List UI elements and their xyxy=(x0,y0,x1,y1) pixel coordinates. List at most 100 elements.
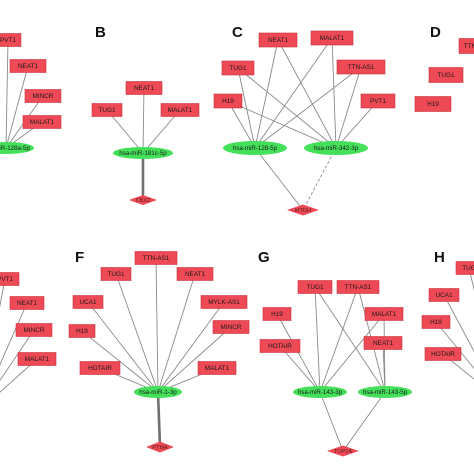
lnc-node-h_uca1: UCA1 xyxy=(428,288,460,302)
node-label: MALAT1 xyxy=(30,119,55,126)
node-label: MALAT1 xyxy=(205,365,230,372)
lnc-node-c_ttnas1: TTN-AS1 xyxy=(336,59,386,75)
lnc-node-a_mincr: MINCR xyxy=(24,89,62,103)
lncrna-box xyxy=(91,103,123,117)
node-label: NEAT1 xyxy=(185,271,206,278)
lnc-node-f_tug1: TUG1 xyxy=(100,267,132,281)
node-label: hsa-miR-1-3p xyxy=(139,389,177,396)
node-label: TUG xyxy=(462,265,474,272)
lnc-node-h_h19: H19 xyxy=(421,315,451,329)
node-label: TUG1 xyxy=(229,65,246,72)
node-label: hsa-miR-342-3p xyxy=(314,145,359,152)
node-label: NEAT1 xyxy=(17,300,38,307)
edge-f_neat1-f_mir xyxy=(157,273,196,393)
edge-g_mir1-g_target xyxy=(319,391,344,452)
node-label: TTN-AS1 xyxy=(348,64,375,71)
mir-node-g_mir1: hsa-miR-143-3p xyxy=(293,386,347,398)
node-label: hsa-miR-143-3p xyxy=(298,389,343,396)
edge-c_ttnas1-c_mir1 xyxy=(254,66,362,149)
node-label: H19 xyxy=(76,328,88,335)
node-label: MALAT1 xyxy=(25,356,50,363)
lnc-node-f_malat1: MALAT1 xyxy=(197,361,237,375)
lncrna-box xyxy=(364,307,404,321)
lnc-node-g_h19: H19 xyxy=(262,307,292,321)
node-label: NEAT1 xyxy=(134,85,155,92)
panel-letter-g: G xyxy=(258,249,270,266)
mirna-ellipse xyxy=(0,142,34,154)
lncrna-box xyxy=(0,272,20,286)
target-node-c_target: MTDH xyxy=(287,204,319,216)
lncrna-box xyxy=(9,59,47,73)
target-diamond xyxy=(327,445,359,457)
node-label: TUG1 xyxy=(98,107,115,114)
node-label: MALAT1 xyxy=(168,107,193,114)
edge-c_mir1-c_target xyxy=(254,147,304,211)
lnc-node-f_uca1: UCA1 xyxy=(72,295,104,309)
lncrna-box xyxy=(297,280,333,294)
node-label: MTDH xyxy=(295,208,311,214)
lnc-node-b_tug1: TUG1 xyxy=(91,103,123,117)
lnc-node-g_neat1: NEAT1 xyxy=(363,336,403,350)
node-label: UCA1 xyxy=(79,299,96,306)
lnc-node-a_neat1: NEAT1 xyxy=(9,59,47,73)
lncrna-box xyxy=(336,59,386,75)
edge-e_neat1-e_end xyxy=(0,302,28,366)
lncrna-box xyxy=(360,93,396,109)
edge-f_tug1-f_mir xyxy=(115,273,159,393)
lncrna-box xyxy=(134,251,178,265)
mir-node-c_mir2: hsa-miR-342-3p xyxy=(304,141,368,155)
target-node-b_target: CBX2 xyxy=(129,195,157,205)
lnc-node-e_neat1: NEAT1 xyxy=(9,296,45,310)
panel-letter-d: D xyxy=(430,24,441,41)
node-label: TUG1 xyxy=(107,271,124,278)
lnc-node-g_hotair: HOTAIR xyxy=(259,339,301,353)
node-label: MYLK-AS1 xyxy=(208,299,240,306)
lncrna-box xyxy=(68,324,96,338)
edge-f_mir-f_target xyxy=(156,391,162,448)
node-label: TTN-AS1 xyxy=(345,284,372,291)
edge-a_neat1-a_mir xyxy=(5,65,29,149)
node-label: H19 xyxy=(430,319,442,326)
node-label: hsa-miR-181c-5p xyxy=(119,150,167,157)
node-label: PVT1 xyxy=(0,276,13,283)
lncrna-box xyxy=(72,295,104,309)
edge-e_malat1-e_end xyxy=(0,358,38,393)
mir-node-g_mir2: hsa-miR-143-5p xyxy=(358,386,412,398)
mir-node-c_mir1: hsa-miR-128-5p xyxy=(223,141,287,155)
edge-c_neat1-c_mir2 xyxy=(277,39,337,149)
panel-letter-h: H xyxy=(434,249,445,266)
target-diamond xyxy=(287,204,319,216)
node-label: PVT1 xyxy=(370,98,386,105)
lncrna-box xyxy=(125,81,163,95)
edge-b_malat1-b_mir xyxy=(142,109,181,154)
lnc-node-g_ttnas1: TTN-AS1 xyxy=(336,280,380,294)
lnc-node-a_malat1: MALAT1 xyxy=(22,115,62,129)
lncrna-box xyxy=(221,60,255,76)
edge-e_mincr-e_end xyxy=(0,329,35,382)
mirna-ellipse xyxy=(304,141,368,155)
node-label: NEAT1 xyxy=(268,37,289,44)
edge-g_h19-g_mir1 xyxy=(276,313,321,393)
node-label: H19 xyxy=(427,101,439,108)
edge-f_mincr-f_mir xyxy=(157,326,232,393)
lnc-node-c_neat1: NEAT1 xyxy=(258,32,298,48)
lncrna-box xyxy=(262,307,292,321)
lncrna-box xyxy=(200,295,248,309)
lncrna-box xyxy=(15,323,53,337)
edges-layer xyxy=(0,37,474,452)
mirna-ellipse xyxy=(223,141,287,155)
lncrna-box xyxy=(310,30,354,46)
node-label: CBX2 xyxy=(136,198,151,204)
lnc-node-h_hotair: HOTAIR xyxy=(424,347,462,361)
lnc-node-a_pvt1: PVT1 xyxy=(0,33,22,47)
lncrna-box xyxy=(213,93,243,109)
lnc-node-h_tug: TUG xyxy=(455,261,474,275)
target-node-g_target: TOP2A xyxy=(327,445,359,457)
edge-c_malat1-c_mir1 xyxy=(254,37,333,149)
